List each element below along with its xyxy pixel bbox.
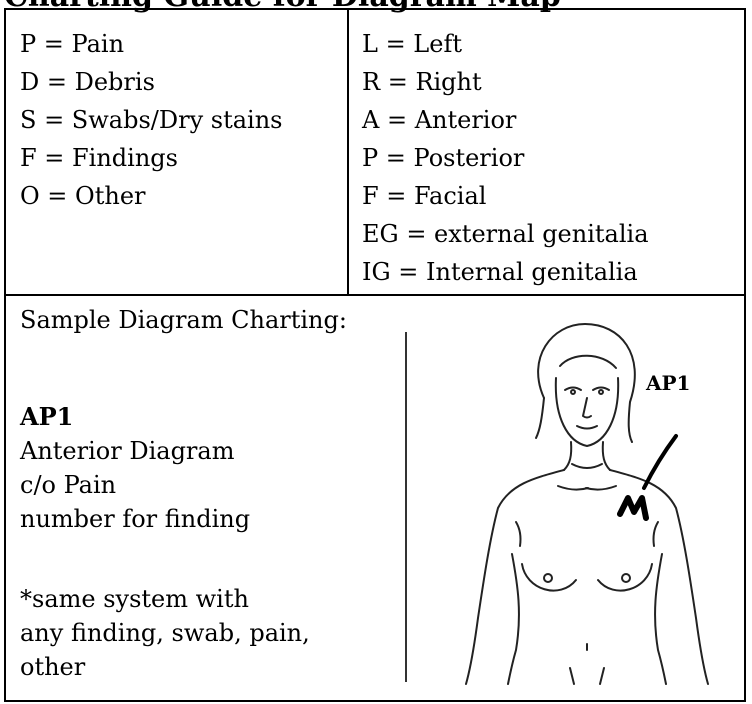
legend-type-list: P = Pain D = Debris S = Swabs/Dry stains… — [20, 25, 283, 215]
sample-line-number: number for finding — [20, 502, 250, 536]
note-line-2: any finding, swab, pain, — [20, 616, 310, 650]
legend-item-right: R = Right — [362, 63, 649, 101]
legend-item-left: L = Left — [362, 25, 649, 63]
legend-item-internal-genitalia: IG = Internal genitalia — [362, 253, 649, 291]
column-divider — [347, 10, 349, 295]
sample-explanation: AP1 Anterior Diagram c/o Pain number for… — [20, 400, 250, 536]
note-line-1: *same system with — [20, 582, 310, 616]
legend-item-posterior: P = Posterior — [362, 139, 649, 177]
sample-note: *same system with any finding, swab, pai… — [20, 582, 310, 684]
sample-line-diagram: Anterior Diagram — [20, 434, 250, 468]
body-outline-drawing: AP1 — [460, 318, 730, 686]
row-divider — [6, 294, 744, 296]
legend-item-facial: F = Facial — [362, 177, 649, 215]
legend-location-list: L = Left R = Right A = Anterior P = Post… — [362, 25, 649, 291]
legend-item-findings: F = Findings — [20, 139, 283, 177]
legend-item-swabs: S = Swabs/Dry stains — [20, 101, 283, 139]
legend-item-pain: P = Pain — [20, 25, 283, 63]
anterior-body-diagram: AP1 — [460, 318, 730, 686]
scan-edge-line — [405, 332, 407, 682]
note-line-3: other — [20, 650, 310, 684]
legend-item-debris: D = Debris — [20, 63, 283, 101]
sample-code: AP1 — [20, 400, 250, 434]
legend-item-anterior: A = Anterior — [362, 101, 649, 139]
legend-item-other: O = Other — [20, 177, 283, 215]
legend-item-external-genitalia: EG = external genitalia — [362, 215, 649, 253]
pain-annotation-mark — [620, 436, 676, 518]
sample-title: Sample Diagram Charting: — [20, 306, 347, 334]
figure-annotation-label: AP1 — [645, 371, 690, 395]
sample-line-complaint: c/o Pain — [20, 468, 250, 502]
